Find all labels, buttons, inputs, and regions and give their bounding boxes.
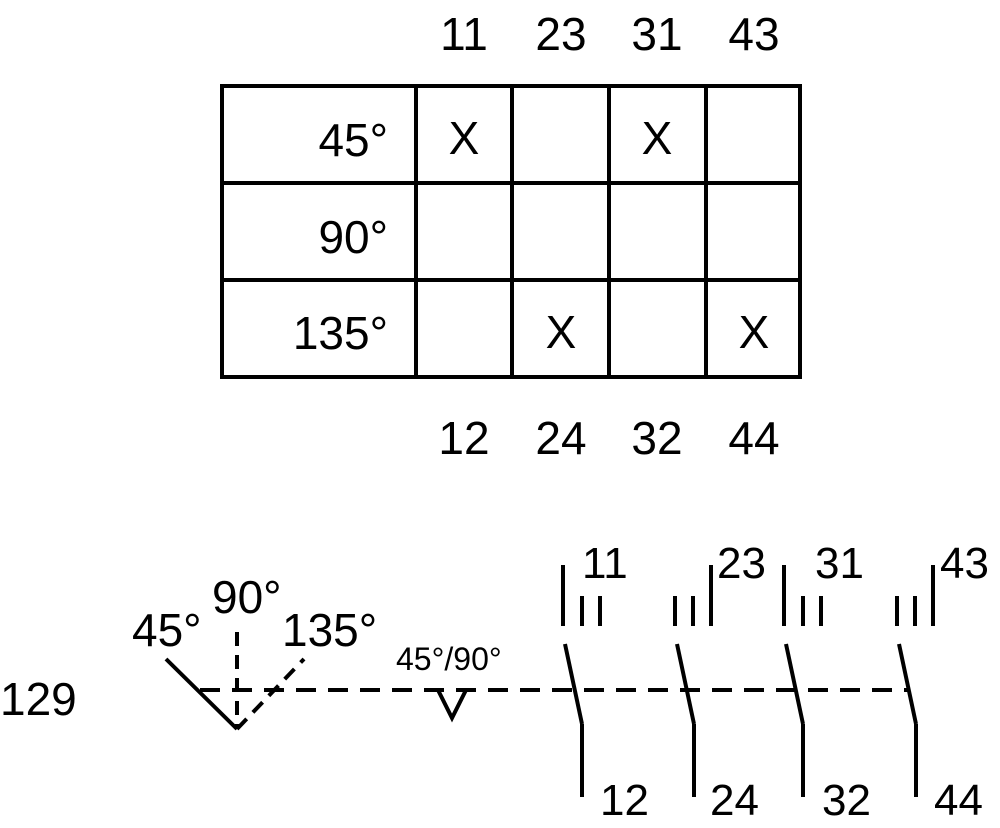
- contact-2-bottom-label: 24: [710, 776, 759, 825]
- table-top-terminal-4: 43: [728, 8, 779, 60]
- contact-4-bottom-label: 44: [934, 776, 983, 825]
- selector-angle-90: 90°: [212, 571, 282, 623]
- selector-angle-135: 135°: [282, 604, 377, 656]
- table-top-terminal-3: 31: [631, 8, 682, 60]
- contact-table: [220, 84, 802, 379]
- table-top-terminal-2: 23: [535, 8, 586, 60]
- table-cell-r3-c4: X: [739, 306, 770, 358]
- contact-2-top-label: 23: [717, 539, 766, 588]
- table-row-angle-2: 90°: [318, 211, 388, 263]
- table-row-angle-3: 135°: [293, 307, 388, 359]
- contact-11-12: [561, 565, 602, 797]
- table-top-terminal-1: 11: [440, 8, 488, 60]
- contact-3-bottom-label: 32: [822, 776, 871, 825]
- table-bottom-terminal-4: 44: [728, 412, 779, 464]
- contact-23-24: [673, 565, 713, 797]
- detent-label: 45°/90°: [396, 641, 502, 677]
- contact-1-top-label: 11: [582, 539, 628, 588]
- table-bottom-terminal-2: 24: [535, 412, 586, 464]
- table-cell-r1-c1: X: [449, 112, 480, 164]
- contact-3-top-label: 31: [815, 539, 864, 588]
- table-bottom-terminal-1: 12: [438, 412, 489, 464]
- detent-notch: [436, 689, 468, 723]
- table-row-angle-1: 45°: [318, 114, 388, 166]
- table-cell-r1-c3: X: [642, 112, 673, 164]
- table-cell-r3-c2: X: [546, 306, 577, 358]
- contact-1-bottom-label: 12: [600, 776, 649, 825]
- contact-31-32: [782, 565, 823, 797]
- selector-angle-45: 45°: [132, 604, 202, 656]
- contact-43-44: [895, 565, 935, 797]
- diagram-id-label: 129: [0, 673, 77, 725]
- table-bottom-terminal-3: 32: [631, 412, 682, 464]
- selector-symbol: [164, 632, 306, 731]
- contact-4-top-label: 43: [940, 539, 989, 588]
